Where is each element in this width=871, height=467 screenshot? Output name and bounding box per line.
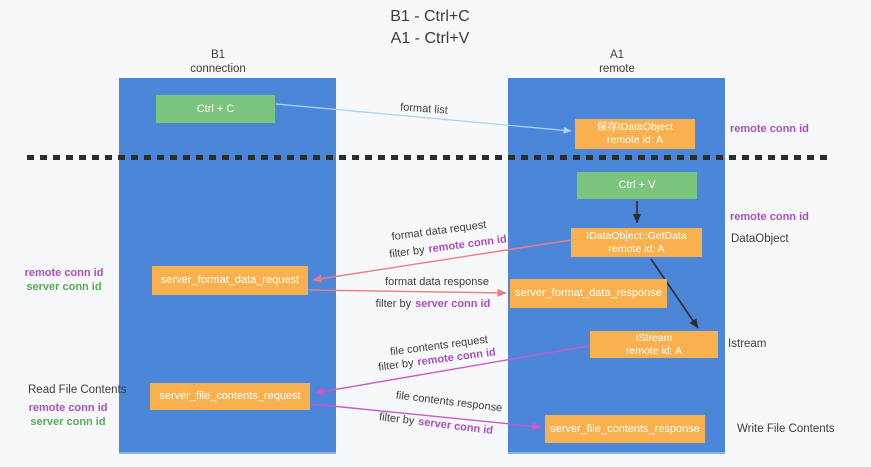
node-ctrl-c: Ctrl + C (156, 95, 275, 123)
diagram-title: B1 - Ctrl+C A1 - Ctrl+V (330, 6, 530, 50)
node-istream-line1: IStream (635, 331, 673, 344)
arrow-file-contents-request (314, 345, 589, 396)
node-server-file-contents-request-label: server_file_contents_request (159, 390, 301, 402)
annotation-remote-conn-id-left-2: remote conn id (28, 402, 108, 414)
annotation-remote-conn-id-top: remote conn id (730, 123, 809, 135)
node-server-format-data-request-label: server_format_data_request (160, 274, 300, 286)
lane-header-b1: B1 connection (118, 48, 318, 76)
node-server-format-data-response-label: server_format_data_response (515, 287, 662, 299)
node-save-dataobject: 保存IDataObject remote id: A (575, 119, 695, 149)
annotation-remote-conn-id-mid: remote conn id (730, 211, 809, 223)
node-save-dataobject-line2: remote id: A (606, 134, 664, 146)
node-server-format-data-request: server_format_data_request (152, 266, 308, 295)
node-save-dataobject-line1: 保存IDataObject (596, 121, 674, 133)
annotation-conn-id-pair-1: remote conn id server conn id (20, 266, 108, 294)
lane-header-a1: A1 remote (517, 48, 717, 76)
node-istream-line2: remote id: A (625, 344, 683, 357)
node-server-format-data-response: server_format_data_response (510, 279, 667, 308)
lane-a1-name: A1 (609, 49, 625, 61)
node-ctrl-v-label: Ctrl + V (618, 179, 656, 191)
node-istream: IStream remote id: A (590, 331, 718, 358)
edge-filter-format-data-response: filter by server conn id (376, 298, 491, 310)
arrow-file-contents-response (311, 403, 542, 431)
node-server-file-contents-request: server_file_contents_request (150, 383, 310, 410)
annotation-server-conn-id-left-1: server conn id (26, 281, 102, 293)
node-server-file-contents-response-label: server_file_contents_response (550, 422, 700, 435)
node-ctrl-c-label: Ctrl + C (196, 102, 235, 115)
lane-b1-name: B1 (210, 49, 226, 61)
annotation-read-file-contents: Read File Contents (28, 384, 127, 396)
arrow-format-data-response (308, 288, 507, 297)
annotation-write-file-contents: Write File Contents (737, 423, 835, 435)
node-idataobject-getdata: IDataObject::GetData remote id: A (571, 228, 702, 257)
node-ctrl-v: Ctrl + V (577, 172, 697, 199)
arrow-format-list (275, 103, 572, 134)
node-idataobject-getdata-line2: remote id: A (608, 242, 665, 255)
node-server-file-contents-response: server_file_contents_response (545, 415, 705, 443)
node-idataobject-getdata-line1: IDataObject::GetData (586, 229, 687, 242)
lane-b1-role: connection (190, 63, 246, 75)
annotation-dataobject: DataObject (731, 233, 789, 245)
title-line-1: B1 - Ctrl+C (390, 8, 470, 25)
session-divider-line (27, 155, 833, 160)
edge-label-format-data-response: format data response (385, 276, 489, 288)
arrow-getdata-to-istream (650, 258, 699, 329)
annotation-server-conn-id-left-2: server conn id (30, 416, 106, 428)
annotation-remote-conn-id-left-1: remote conn id (24, 267, 104, 279)
annotation-istream: Istream (728, 338, 767, 350)
filter-key-server-conn-id: server conn id (415, 298, 491, 310)
annotation-conn-id-pair-2: remote conn id server conn id (24, 401, 112, 429)
format-data-response-text: format data response (385, 276, 489, 288)
arrow-format-data-request (312, 239, 572, 283)
filter-by-text: filter by (375, 298, 412, 310)
title-line-2: A1 - Ctrl+V (390, 30, 470, 47)
lane-a1-role: remote (599, 63, 635, 75)
